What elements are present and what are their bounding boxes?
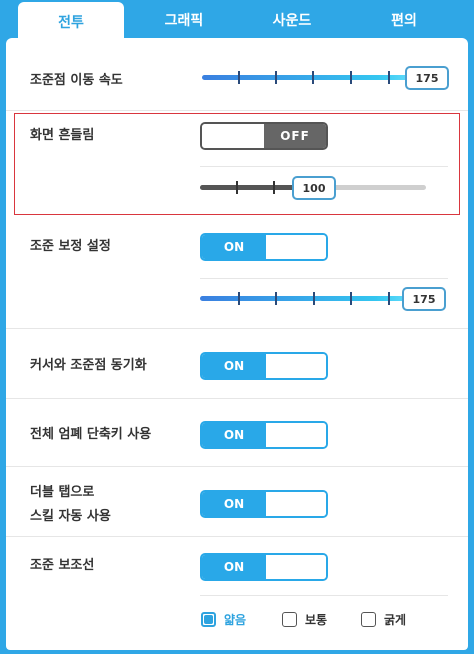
double-tap-toggle[interactable]: ON [200, 490, 328, 518]
aim-guide-option-thick[interactable]: 굵게 [361, 611, 406, 628]
aim-correction-slider[interactable]: 175 [200, 284, 446, 314]
toggle-on-label: ON [202, 555, 266, 579]
aim-correction-tick [350, 292, 352, 305]
checkbox-empty-icon [282, 612, 297, 627]
aim-guide-option-normal[interactable]: 보통 [282, 611, 327, 628]
cursor-sync-label: 커서와 조준점 동기화 [30, 358, 147, 373]
double-tap-label-line1: 더블 탭으로 [30, 485, 95, 500]
screen-shake-toggle[interactable]: OFF [200, 122, 328, 150]
aim-speed-tick [238, 71, 240, 84]
aim-correction-fill [200, 296, 420, 301]
aim-correction-toggle[interactable]: ON [200, 233, 328, 261]
toggle-on-label: ON [202, 235, 266, 259]
tab-bar: 전투 그래픽 사운드 편의 [0, 0, 474, 42]
cover-shortcut-toggle[interactable]: ON [200, 421, 328, 449]
screen-shake-slider[interactable]: 100 [200, 173, 426, 203]
aim-correction-tick [313, 292, 315, 305]
screen-shake-fill [200, 185, 300, 190]
option-label: 얇음 [224, 613, 247, 627]
aim-speed-tick [350, 71, 352, 84]
divider [6, 398, 468, 399]
divider [6, 466, 468, 467]
aim-speed-tick [388, 71, 390, 84]
divider [6, 536, 468, 537]
settings-panel: 조준점 이동 속도 175 화면 흔들림 OFF 100 조준 보정 설정 ON [6, 38, 468, 650]
divider [200, 595, 448, 596]
cursor-sync-toggle[interactable]: ON [200, 352, 328, 380]
toggle-empty-side [266, 235, 326, 259]
screen-shake-tick [236, 181, 238, 194]
tab-combat[interactable]: 전투 [18, 2, 124, 42]
aim-correction-label: 조준 보정 설정 [30, 239, 111, 254]
screen-shake-tick [273, 181, 275, 194]
toggle-on-label: ON [202, 423, 266, 447]
aim-speed-tick [312, 71, 314, 84]
tab-graphics[interactable]: 그래픽 [164, 13, 204, 29]
aim-guide-label: 조준 보조선 [30, 558, 95, 573]
divider [200, 278, 448, 279]
screen-shake-value-thumb[interactable]: 100 [292, 176, 336, 200]
aim-correction-tick [388, 292, 390, 305]
double-tap-label-line2: 스킬 자동 사용 [30, 509, 111, 524]
checkbox-checked-icon [201, 612, 216, 627]
divider [6, 110, 468, 111]
cover-shortcut-label: 전체 엄폐 단축키 사용 [30, 427, 152, 442]
aim-correction-tick [238, 292, 240, 305]
aim-correction-tick [275, 292, 277, 305]
option-label: 보통 [305, 613, 328, 627]
checkbox-empty-icon [361, 612, 376, 627]
tab-convenience[interactable]: 편의 [391, 13, 417, 29]
aim-guide-toggle[interactable]: ON [200, 553, 328, 581]
aim-speed-tick [275, 71, 277, 84]
option-label: 굵게 [384, 613, 407, 627]
tab-sound[interactable]: 사운드 [272, 13, 312, 29]
toggle-empty-side [266, 492, 326, 516]
divider [200, 166, 448, 167]
aim-correction-value-thumb[interactable]: 175 [402, 287, 446, 311]
toggle-on-label: ON [202, 492, 266, 516]
toggle-off-label: OFF [264, 124, 326, 148]
toggle-on-label: ON [202, 354, 266, 378]
highlight-box [14, 113, 460, 215]
toggle-empty-side [266, 423, 326, 447]
aim-speed-label: 조준점 이동 속도 [30, 73, 123, 88]
toggle-empty-side [202, 124, 264, 148]
toggle-empty-side [266, 555, 326, 579]
toggle-empty-side [266, 354, 326, 378]
aim-speed-slider[interactable]: 175 [202, 63, 449, 93]
aim-guide-option-thin[interactable]: 얇음 [201, 611, 246, 628]
divider [6, 328, 468, 329]
aim-speed-value-thumb[interactable]: 175 [405, 66, 449, 90]
screen-shake-label: 화면 흔들림 [30, 128, 95, 143]
